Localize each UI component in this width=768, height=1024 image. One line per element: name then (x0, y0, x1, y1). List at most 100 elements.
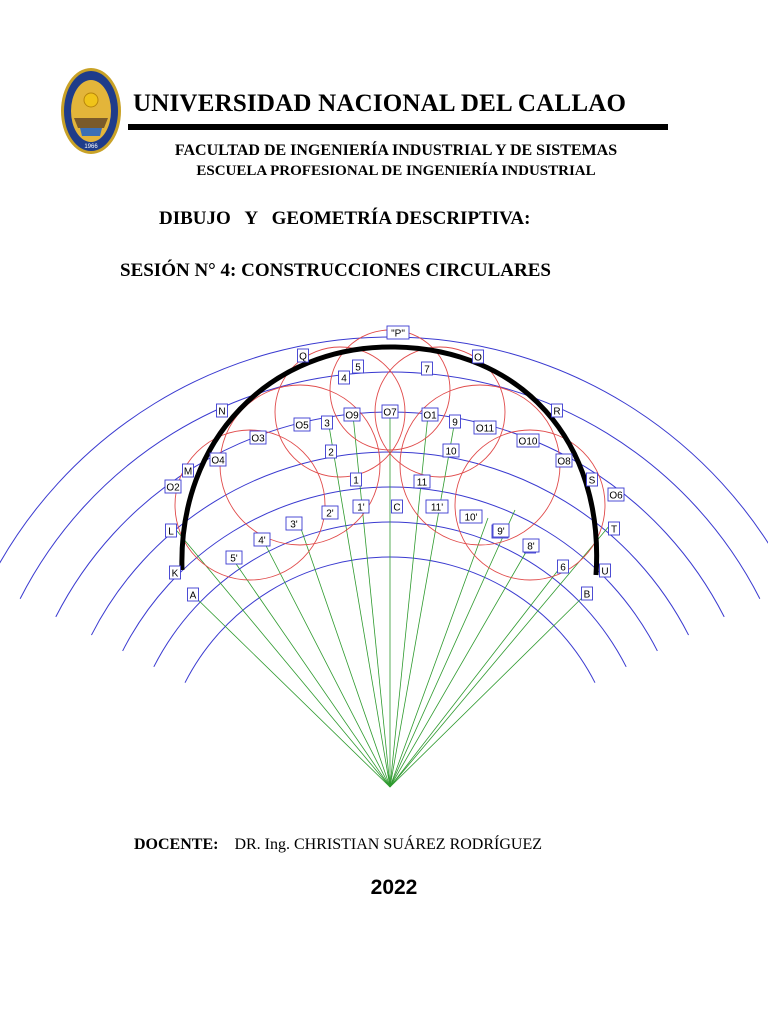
label-o: O (472, 349, 484, 364)
label-text: M (184, 467, 192, 478)
label-box (325, 444, 337, 459)
label-box (551, 403, 563, 418)
label-box (350, 472, 362, 487)
label-box (459, 509, 483, 524)
green-ray (171, 524, 391, 788)
green-ray (189, 591, 391, 788)
label-text: Q (299, 352, 307, 363)
label-text: 5 (355, 363, 361, 374)
label-box (516, 433, 540, 448)
label-box (165, 523, 177, 538)
green-ray (389, 524, 611, 788)
label-text: K (172, 569, 179, 580)
year: 2022 (370, 876, 418, 899)
label-box (608, 521, 620, 536)
logo-year-text: 1966 (84, 144, 98, 150)
green-ray (389, 539, 534, 788)
title-underline (128, 124, 668, 130)
label-box (421, 407, 439, 422)
label-n10: 10 (442, 443, 460, 458)
label-box (555, 453, 573, 468)
university-seal-logo: 1966 (61, 68, 121, 154)
label-text: 4' (258, 536, 266, 547)
label-text: 11 (417, 478, 428, 489)
label-o1: O1 (421, 407, 439, 422)
red-circle (374, 346, 506, 478)
green-ray (389, 509, 516, 788)
label-p4: 4' (253, 532, 271, 547)
label-box (187, 587, 199, 602)
label-box (253, 532, 271, 547)
label-text: 2 (328, 448, 334, 459)
label-text: O9 (345, 411, 359, 422)
label-box (391, 499, 403, 514)
red-circle (274, 346, 406, 478)
green-ray (261, 537, 391, 788)
label-text: 1' (357, 503, 365, 514)
label-o7: O7 (381, 404, 399, 419)
blue-concentric-arcs (0, 336, 768, 683)
label-box (386, 325, 410, 340)
label-text: 10 (445, 447, 457, 458)
label-text: 6 (560, 563, 566, 574)
label-text: A (190, 591, 197, 602)
label-n4: 4 (338, 370, 350, 385)
green-ray (389, 559, 567, 788)
teacher-name: DR. Ing. CHRISTIAN SUÁREZ RODRÍGUEZ (234, 836, 543, 853)
university-title: UNIVERSIDAD NACIONAL DEL CALLAO (133, 90, 627, 117)
label-text: O1 (423, 411, 437, 422)
label-box (182, 463, 194, 478)
label-p11: 11' (425, 499, 449, 514)
main-arch-curve (179, 344, 600, 576)
label-n11: 11 (413, 474, 431, 489)
label-box (285, 516, 303, 531)
label-text: L (168, 527, 174, 538)
label-box (425, 499, 449, 514)
label-box (442, 443, 460, 458)
label-text: O6 (609, 491, 623, 502)
label-text: 1 (353, 476, 359, 487)
label-p9: 9' (492, 523, 510, 538)
label-text: "P" (391, 329, 405, 340)
green-radial-lines (171, 412, 611, 788)
label-b: B (581, 586, 593, 601)
label-box (321, 415, 333, 430)
label-o6: O6 (607, 487, 625, 502)
label-text: 5' (230, 554, 238, 565)
label-box (522, 538, 540, 553)
label-n9: 9 (449, 414, 461, 429)
faculty-name: FACULTAD DE INGENIERÍA INDUSTRIAL Y DE S… (174, 142, 618, 159)
label-n2: 2 (325, 444, 337, 459)
label-text: 3 (324, 419, 330, 430)
label-p: "P" (386, 325, 410, 340)
label-text: N (218, 407, 225, 418)
label-r: R (551, 403, 563, 418)
label-text: O8 (557, 457, 571, 468)
label-text: O10 (519, 437, 538, 448)
label-o9: O9 (343, 407, 361, 422)
label-box (321, 505, 339, 520)
label-n6p: 6 (557, 559, 569, 574)
red-circle (174, 429, 326, 581)
label-p10: 10' (459, 509, 483, 524)
label-l: L (165, 523, 177, 538)
label-box (169, 565, 181, 580)
label-p2: 2' (321, 505, 339, 520)
label-n3: 3 (321, 415, 333, 430)
label-text: 2' (326, 509, 334, 520)
label-p5: 5' (225, 550, 243, 565)
label-n7: 7 (421, 361, 433, 376)
label-box (599, 563, 611, 578)
label-t: T (608, 521, 620, 536)
teacher-line: DOCENTE: DR. Ing. CHRISTIAN SUÁREZ RODRÍ… (134, 836, 542, 854)
label-box (472, 349, 484, 364)
label-o3: O3 (249, 430, 267, 445)
label-box (293, 417, 311, 432)
label-text: 9 (452, 418, 458, 429)
green-ray (389, 517, 489, 788)
label-text: C (393, 503, 400, 514)
label-text: U (601, 567, 608, 578)
label-text: 10' (464, 513, 477, 524)
